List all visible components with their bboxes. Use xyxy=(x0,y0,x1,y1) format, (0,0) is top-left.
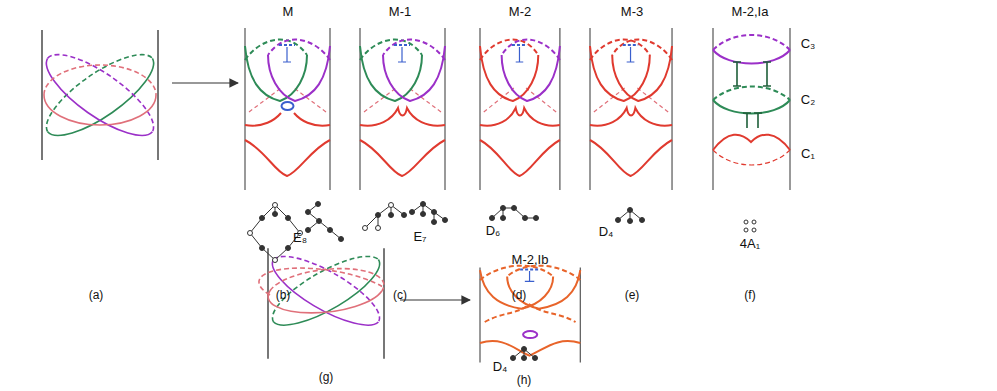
graph-label: 4A₁ xyxy=(740,236,760,251)
subfigure-label: (h) xyxy=(517,373,532,388)
subfigure-label: (b) xyxy=(276,288,291,303)
panel-title: M-2,Ia xyxy=(732,4,769,19)
panel-title: M-1 xyxy=(389,4,411,19)
graph-label: D₆ xyxy=(486,223,501,238)
panel-title: M-2,Ib xyxy=(512,252,549,267)
graph-label: D₄ xyxy=(493,359,508,374)
subfigure-label: (d) xyxy=(512,288,527,303)
panel-title: M xyxy=(283,4,294,19)
curve-label: C₃ xyxy=(801,36,816,51)
subfigure-label: (e) xyxy=(625,288,640,303)
subfigure-label: (f) xyxy=(744,288,755,303)
curve-label: C₂ xyxy=(801,92,815,107)
graph-label: E₇ xyxy=(413,229,426,244)
subfigure-label: (g) xyxy=(319,370,334,385)
subfigure-label: (c) xyxy=(393,288,407,303)
panel-title: M-2 xyxy=(509,4,531,19)
subfigure-label: (a) xyxy=(89,288,104,303)
graph-label: E₈ xyxy=(293,230,307,245)
curve-label: C₁ xyxy=(801,146,815,161)
graph-label: D₄ xyxy=(599,224,614,239)
panel-title: M-3 xyxy=(621,4,643,19)
